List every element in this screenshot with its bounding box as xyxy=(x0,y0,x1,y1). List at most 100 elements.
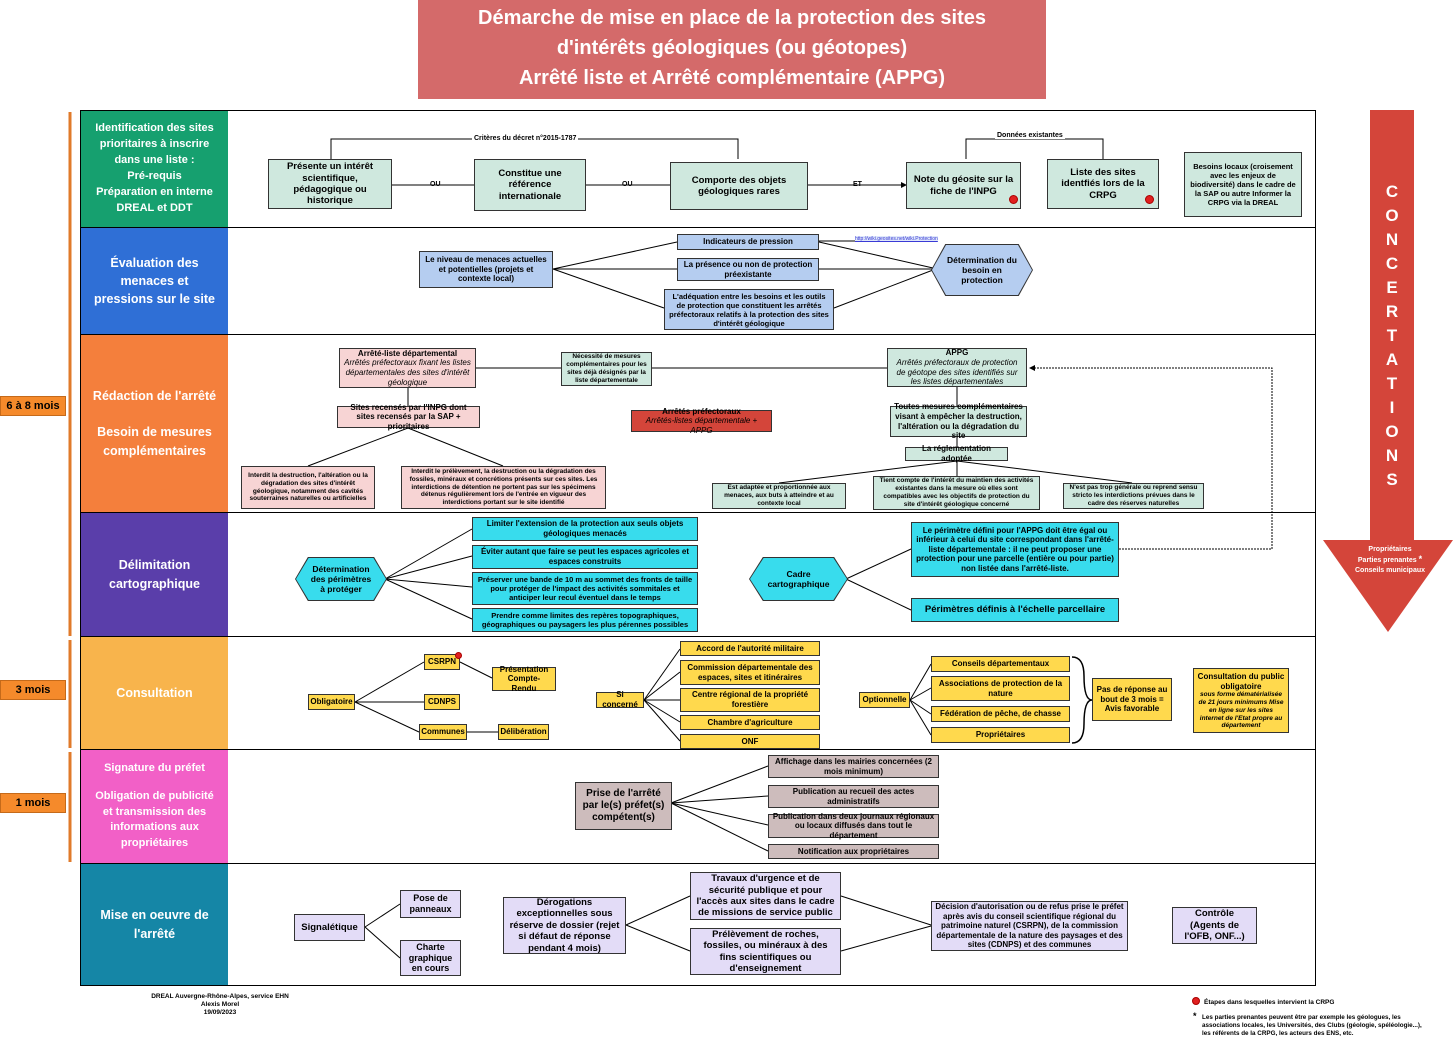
criterion-avoid-agricultural: Éviter autant que faire se peut les espa… xyxy=(472,545,698,569)
public-consultation-subtitle: sous forme dématérialisée de 21 jours mi… xyxy=(1198,691,1284,730)
page-title: Démarche de mise en place de la protecti… xyxy=(418,0,1046,99)
legend-star-text: Les parties prenantes peuvent être par e… xyxy=(1202,1014,1422,1037)
title-line-2: d'intérêts géologiques (ou géotopes) xyxy=(556,37,908,59)
pressure-link[interactable]: http://wiki.geosites.net/wiki.Protection xyxy=(855,236,938,242)
criterion-limit-extension: Limiter l'extension de la protection aux… xyxy=(472,517,698,541)
and-label: ET xyxy=(853,181,862,188)
complementary-measures-need: Nécessité de mesures complémentaires pou… xyxy=(561,352,652,386)
fishing-hunting-federation: Fédération de pêche, de chasse xyxy=(931,706,1070,722)
town-hall-display: Affichage dans les mairies concernées (2… xyxy=(768,755,939,778)
or-label: OU xyxy=(622,181,633,188)
list-order-subtitle: Arrêtés préfectoraux fixant les listes d… xyxy=(344,358,471,387)
appg-title: APPG xyxy=(945,348,969,358)
criteria-label: Critères du décret n°2015-1787 xyxy=(472,135,579,142)
criterion-scientific-interest: Présente un intérêt scientifique, pédago… xyxy=(268,159,392,209)
concertation-arrow-body xyxy=(1370,110,1414,540)
crpg-site-list: Liste des sites identfiés lors de la CRP… xyxy=(1047,159,1159,209)
if-concerned-label: Si concerné xyxy=(596,690,644,709)
lane-consultation: Consultation xyxy=(81,637,228,749)
graphic-charter: Charte graphique en cours xyxy=(400,940,461,976)
legend-star-icon: * xyxy=(1193,1011,1197,1021)
regulation-not-general: N'est pas trop générale ou reprend sensu… xyxy=(1063,483,1204,509)
footer-credits: DREAL Auvergne-Rhône-Alpes, service EHN … xyxy=(151,993,289,1017)
rock-sampling: Prélèvement de roches, fossiles, ou miné… xyxy=(690,928,841,975)
administrative-publication: Publication au recueil des actes adminis… xyxy=(768,785,939,808)
criterion-topographic-limits: Prendre comme limites des repères topogr… xyxy=(472,608,698,632)
threat-level: Le niveau de menaces actuelles et potent… xyxy=(419,251,553,288)
regulation-adapted: Est adaptée et proportionnée aux menaces… xyxy=(712,483,846,509)
parcel-perimeters: Périmètres définis à l'échelle parcellai… xyxy=(911,598,1119,622)
presentation-report: Présentation Compte-Rendu xyxy=(492,665,556,693)
signage-box: Signalétique xyxy=(294,914,365,941)
diagram-frame xyxy=(80,110,1316,986)
no-answer-favorable: Pas de réponse au bout de 3 mois = Avis … xyxy=(1092,678,1172,721)
existing-data-label: Données existantes xyxy=(995,132,1065,139)
duration-3-months: 3 mois xyxy=(0,680,66,700)
forest-property-center: Centre régional de la propriété forestiè… xyxy=(680,688,820,712)
appg-subtitle: Arrêtés préfectoraux de protection de gé… xyxy=(896,357,1018,387)
prefectoral-orders-box: Arrêtés préfectoraux Arrêtés-listes dépa… xyxy=(631,406,772,435)
criterion-international-reference: Constitue une référence internationale xyxy=(474,159,586,211)
crpg-step-marker xyxy=(1009,195,1018,204)
pressure-indicators: Indicateurs de pression xyxy=(677,234,819,250)
deliberation-box: Délibération xyxy=(498,724,549,740)
control-agents: Contrôle (Agents de l'OFB, ONF...) xyxy=(1172,907,1257,944)
crpg-step-marker xyxy=(455,652,462,659)
duration-1-month: 1 mois xyxy=(0,793,66,813)
lane-divider xyxy=(80,636,1316,637)
prefectoral-orders-title: Arrêtés préfectoraux xyxy=(662,406,741,416)
list-order-title: Arrêté-liste départemental xyxy=(357,348,458,358)
criterion-10m-band: Préserver une bande de 10 m au sommet de… xyxy=(472,572,698,605)
lane-divider xyxy=(80,227,1316,228)
prohibition-collection: Interdit le prélèvement, la destruction … xyxy=(401,466,606,509)
appg-perimeter-rule: Le périmètre défini pour l'APPG doit êtr… xyxy=(911,522,1119,577)
communes-box: Communes xyxy=(419,724,467,740)
exceptional-derogations: Dérogations exceptionnelles sous réserve… xyxy=(503,897,626,954)
emergency-works: Travaux d'urgence et de sécurité publiqu… xyxy=(690,872,841,920)
lane-divider xyxy=(80,512,1316,513)
criterion-rare-objects: Comporte des objets géologiques rares xyxy=(670,162,808,210)
lane-divider xyxy=(80,334,1316,335)
public-consultation: Consultation du public obligatoire sous … xyxy=(1193,668,1289,733)
csrpn-box: CSRPN xyxy=(424,654,460,670)
lane-divider xyxy=(80,863,1316,864)
onf-box: ONF xyxy=(680,734,820,749)
crpg-step-marker xyxy=(1145,195,1154,204)
legend-dot-text: Étapes dans lesquelles intervient la CRP… xyxy=(1204,999,1335,1006)
prefectoral-orders-subtitle: Arrêtés-listes départementale + APPG xyxy=(645,416,758,435)
authorization-decision: Décision d'autorisation ou de refus pris… xyxy=(931,901,1128,951)
mandatory-label: Obligatoire xyxy=(308,694,355,710)
military-authority: Accord de l'autorité militaire xyxy=(680,641,820,656)
duration-6-8-months: 6 à 8 mois xyxy=(0,396,66,416)
adopted-regulation: La réglementation adoptée xyxy=(905,444,1008,463)
perimeter-determination-hex: Détermination des périmètres à protéger xyxy=(296,558,386,600)
title-line-3: Arrêté liste et Arrêté complémentaire (A… xyxy=(518,67,946,89)
listed-sites: Sites recensés par l'INPG dont sites rec… xyxy=(337,403,480,431)
chamber-of-agriculture: Chambre d'agriculture xyxy=(680,715,820,730)
or-label: OU xyxy=(430,181,441,188)
all-complementary-measures: Toutes mesures complémentaires visant à … xyxy=(890,402,1027,440)
protection-need-hex: Détermination du besoin en protection xyxy=(932,245,1032,295)
optional-label: Optionnelle xyxy=(859,692,910,708)
list-order-box: Arrêté-liste départemental Arrêtés préfe… xyxy=(339,348,476,388)
appg-box: APPG Arrêtés préfectoraux de protection … xyxy=(887,348,1027,387)
nature-associations: Associations de protection de la nature xyxy=(931,676,1070,701)
cartographic-frame-hex: Cadre cartographique xyxy=(750,558,847,600)
departmental-commission: Commission départementale des espaces, s… xyxy=(680,660,820,685)
legend-dot-icon xyxy=(1192,997,1200,1005)
tools-adequacy: L'adéquation entre les besoins et les ou… xyxy=(664,289,834,330)
regulation-activities: Tient compte de l'intérêt du maintien de… xyxy=(873,476,1040,510)
local-needs: Besoins locaux (croisement avec les enje… xyxy=(1184,152,1302,217)
owners-box: Propriétaires xyxy=(931,727,1070,743)
cdnps-box: CDNPS xyxy=(424,694,460,710)
lane-divider xyxy=(80,749,1316,750)
existing-protection: La présence ou non de protection préexis… xyxy=(677,258,819,281)
prohibition-destruction: Interdit la destruction, l'altération ou… xyxy=(241,466,375,509)
title-line-1: Démarche de mise en place de la protecti… xyxy=(478,7,986,29)
